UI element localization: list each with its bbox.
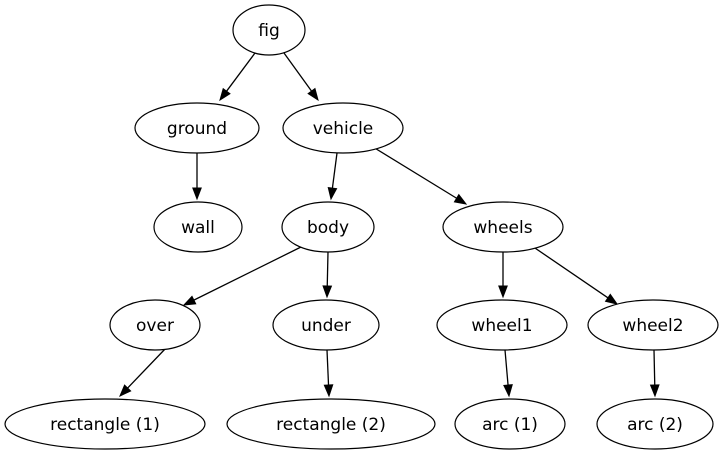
edge-line xyxy=(372,146,457,199)
edge-wheel2-to-arc2 xyxy=(649,349,660,398)
arrowhead-icon xyxy=(307,87,319,102)
node-ellipse-body[interactable] xyxy=(281,201,375,253)
edge-wheels-to-wheel1 xyxy=(498,252,508,299)
edge-line xyxy=(326,251,329,287)
edge-over-to-rectangle1 xyxy=(119,347,167,398)
edge-fig-to-ground xyxy=(219,52,256,102)
graph-node-wheel2[interactable]: wheel2 xyxy=(587,299,719,351)
arrowhead-icon xyxy=(192,187,202,201)
node-ellipse-arc2[interactable] xyxy=(596,398,714,450)
edge-vehicle-to-body xyxy=(327,152,338,201)
node-ellipse-over[interactable] xyxy=(109,299,201,351)
edge-line xyxy=(331,152,338,189)
arrowhead-icon xyxy=(649,384,660,398)
node-ellipse-rectangle1[interactable] xyxy=(4,398,206,450)
edge-vehicle-to-wheels xyxy=(372,146,468,205)
node-ellipse-wheels[interactable] xyxy=(442,201,564,253)
node-ellipse-fig[interactable] xyxy=(232,4,306,56)
edge-under-to-rectangle2 xyxy=(323,349,334,398)
arrowhead-icon xyxy=(453,193,468,205)
edge-wheel1-to-arc1 xyxy=(503,349,513,398)
graph-node-rectangle2[interactable]: rectangle (2) xyxy=(226,398,436,450)
graph-node-arc2[interactable]: arc (2) xyxy=(596,398,714,450)
edge-line xyxy=(193,246,302,301)
graph-node-arc1[interactable]: arc (1) xyxy=(454,398,566,450)
arrowhead-icon xyxy=(182,295,197,306)
graph-node-over[interactable]: over xyxy=(109,299,201,351)
edge-line xyxy=(531,245,609,299)
node-ellipse-ground[interactable] xyxy=(134,102,260,154)
arrowhead-icon xyxy=(604,293,619,305)
edge-line xyxy=(326,349,330,386)
arrowhead-icon xyxy=(323,384,334,398)
edge-line xyxy=(127,347,167,389)
node-ellipse-wall[interactable] xyxy=(153,201,243,253)
graph-node-ground[interactable]: ground xyxy=(134,102,260,154)
node-ellipse-under[interactable] xyxy=(272,299,380,351)
graph-node-wheels[interactable]: wheels xyxy=(442,201,564,253)
graph-node-wheel1[interactable]: wheel1 xyxy=(436,299,568,351)
edge-body-to-over xyxy=(182,246,302,306)
node-ellipse-rectangle2[interactable] xyxy=(226,398,436,450)
graph-node-body[interactable]: body xyxy=(281,201,375,253)
arrowhead-icon xyxy=(327,186,338,201)
edge-line xyxy=(504,349,509,386)
node-ellipse-vehicle[interactable] xyxy=(282,102,404,154)
arrowhead-icon xyxy=(119,384,132,398)
edge-ground-to-wall xyxy=(192,153,202,201)
arrowhead-icon xyxy=(503,384,513,398)
graph-node-rectangle1[interactable]: rectangle (1) xyxy=(4,398,206,450)
graph-node-wall[interactable]: wall xyxy=(153,201,243,253)
edge-line xyxy=(226,52,256,92)
edge-line xyxy=(283,52,313,92)
edges-group xyxy=(119,52,660,398)
graph-node-fig[interactable]: fig xyxy=(232,4,306,56)
edge-body-to-under xyxy=(322,251,333,299)
node-ellipse-arc1[interactable] xyxy=(454,398,566,450)
graph-node-vehicle[interactable]: vehicle xyxy=(282,102,404,154)
node-ellipse-wheel2[interactable] xyxy=(587,299,719,351)
edge-line xyxy=(653,349,656,386)
graph-node-under[interactable]: under xyxy=(272,299,380,351)
edge-wheels-to-wheel2 xyxy=(531,245,619,305)
arrowhead-icon xyxy=(322,285,333,299)
arrowhead-icon xyxy=(219,87,231,102)
edge-fig-to-vehicle xyxy=(283,52,319,102)
nodes-group: fig ground vehicle wall body wheels over under w… xyxy=(4,4,719,450)
node-ellipse-wheel1[interactable] xyxy=(436,299,568,351)
arrowhead-icon xyxy=(498,285,508,299)
